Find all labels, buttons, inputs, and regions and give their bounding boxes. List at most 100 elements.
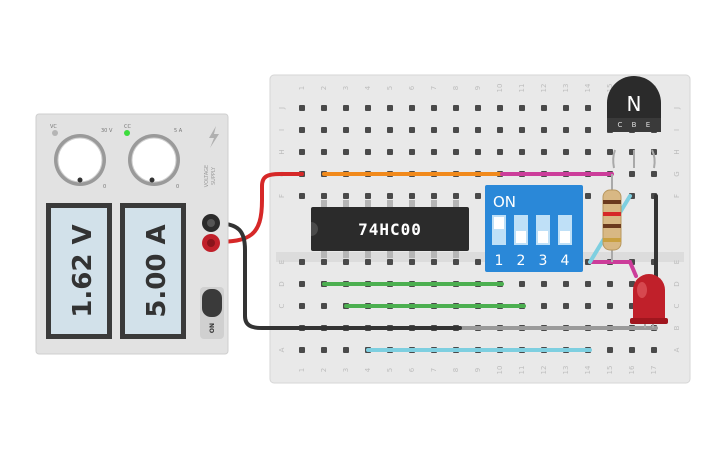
breadboard-hole[interactable] bbox=[387, 149, 393, 155]
breadboard-hole[interactable] bbox=[651, 171, 657, 177]
breadboard-hole[interactable] bbox=[365, 193, 371, 199]
breadboard-hole[interactable] bbox=[585, 105, 591, 111]
chip-body[interactable] bbox=[311, 207, 469, 251]
chip-74hc00[interactable]: 74HC00 bbox=[311, 200, 469, 258]
transistor-npn[interactable]: N C B E bbox=[607, 76, 661, 169]
breadboard-hole[interactable] bbox=[409, 149, 415, 155]
breadboard-hole[interactable] bbox=[475, 127, 481, 133]
breadboard-hole[interactable] bbox=[475, 193, 481, 199]
breadboard-hole[interactable] bbox=[365, 149, 371, 155]
breadboard-hole[interactable] bbox=[497, 149, 503, 155]
breadboard-hole[interactable] bbox=[519, 149, 525, 155]
dip-toggle-4[interactable] bbox=[558, 215, 572, 245]
breadboard-hole[interactable] bbox=[321, 105, 327, 111]
breadboard-hole[interactable] bbox=[519, 105, 525, 111]
breadboard-hole[interactable] bbox=[497, 127, 503, 133]
breadboard-hole[interactable] bbox=[409, 259, 415, 265]
breadboard-hole[interactable] bbox=[563, 149, 569, 155]
breadboard-hole[interactable] bbox=[519, 281, 525, 287]
breadboard-hole[interactable] bbox=[321, 347, 327, 353]
breadboard-hole[interactable] bbox=[409, 193, 415, 199]
magenta-wire-bottom[interactable] bbox=[588, 260, 638, 278]
breadboard-hole[interactable] bbox=[299, 259, 305, 265]
dip-switch-body[interactable] bbox=[485, 185, 583, 272]
breadboard-hole[interactable] bbox=[343, 127, 349, 133]
breadboard-hole[interactable] bbox=[431, 127, 437, 133]
breadboard-hole[interactable] bbox=[299, 281, 305, 287]
breadboard-hole[interactable] bbox=[343, 347, 349, 353]
breadboard-hole[interactable] bbox=[563, 281, 569, 287]
led-body[interactable] bbox=[633, 274, 665, 324]
breadboard-hole[interactable] bbox=[431, 105, 437, 111]
breadboard-hole[interactable] bbox=[321, 303, 327, 309]
breadboard-hole[interactable] bbox=[475, 149, 481, 155]
positive-terminal[interactable] bbox=[202, 234, 220, 252]
breadboard-hole[interactable] bbox=[343, 193, 349, 199]
breadboard-hole[interactable] bbox=[541, 281, 547, 287]
breadboard-hole[interactable] bbox=[431, 193, 437, 199]
resistor-body[interactable] bbox=[602, 189, 622, 251]
breadboard-hole[interactable] bbox=[365, 259, 371, 265]
breadboard-hole[interactable] bbox=[585, 193, 591, 199]
breadboard-hole[interactable] bbox=[563, 105, 569, 111]
breadboard-hole[interactable] bbox=[497, 105, 503, 111]
breadboard-hole[interactable] bbox=[321, 193, 327, 199]
breadboard-hole[interactable] bbox=[453, 105, 459, 111]
power-switch[interactable] bbox=[200, 287, 224, 339]
breadboard-hole[interactable] bbox=[409, 105, 415, 111]
power-supply[interactable]: VC 30 V 0 CC 5 A 0 1.62 V 5.00 A VOLTAGE… bbox=[35, 113, 229, 355]
breadboard-hole[interactable] bbox=[607, 281, 613, 287]
led-red[interactable] bbox=[630, 274, 668, 328]
breadboard-hole[interactable] bbox=[299, 105, 305, 111]
breadboard-hole[interactable] bbox=[629, 347, 635, 353]
breadboard-hole[interactable] bbox=[409, 127, 415, 133]
breadboard-hole[interactable] bbox=[299, 127, 305, 133]
breadboard-hole[interactable] bbox=[431, 259, 437, 265]
breadboard-hole[interactable] bbox=[299, 303, 305, 309]
wires-breadboard[interactable] bbox=[322, 172, 658, 352]
breadboard-hole[interactable] bbox=[585, 303, 591, 309]
breadboard-hole[interactable] bbox=[431, 149, 437, 155]
breadboard-hole[interactable] bbox=[541, 149, 547, 155]
breadboard-hole[interactable] bbox=[607, 347, 613, 353]
negative-terminal[interactable] bbox=[202, 214, 220, 232]
red-power-wire[interactable] bbox=[212, 172, 304, 244]
wires-power[interactable] bbox=[212, 172, 462, 330]
breadboard-hole[interactable] bbox=[563, 303, 569, 309]
breadboard-hole[interactable] bbox=[563, 127, 569, 133]
breadboard-hole[interactable] bbox=[585, 281, 591, 287]
dip-toggle-3[interactable] bbox=[536, 215, 550, 245]
breadboard-hole[interactable] bbox=[299, 193, 305, 199]
breadboard-hole[interactable] bbox=[365, 105, 371, 111]
breadboard-hole[interactable] bbox=[453, 149, 459, 155]
breadboard-hole[interactable] bbox=[321, 149, 327, 155]
breadboard-hole[interactable] bbox=[585, 149, 591, 155]
breadboard-hole[interactable] bbox=[387, 193, 393, 199]
breadboard-hole[interactable] bbox=[343, 105, 349, 111]
breadboard-hole[interactable] bbox=[453, 193, 459, 199]
breadboard-hole[interactable] bbox=[541, 127, 547, 133]
breadboard-hole[interactable] bbox=[343, 149, 349, 155]
voltage-knob[interactable] bbox=[54, 134, 106, 186]
breadboard-hole[interactable] bbox=[299, 347, 305, 353]
breadboard-hole[interactable] bbox=[607, 303, 613, 309]
breadboard-hole[interactable] bbox=[651, 347, 657, 353]
breadboard-hole[interactable] bbox=[387, 259, 393, 265]
breadboard-hole[interactable] bbox=[541, 105, 547, 111]
dip-toggle-2[interactable] bbox=[514, 215, 528, 245]
transistor-body[interactable] bbox=[607, 76, 661, 128]
resistor[interactable] bbox=[602, 174, 622, 262]
breadboard-hole[interactable] bbox=[541, 303, 547, 309]
dip-toggle-1[interactable] bbox=[492, 215, 506, 245]
breadboard-hole[interactable] bbox=[453, 127, 459, 133]
current-knob[interactable] bbox=[128, 134, 180, 186]
breadboard-hole[interactable] bbox=[475, 259, 481, 265]
dip-switch[interactable]: ON 1 2 3 4 bbox=[485, 185, 583, 272]
breadboard-hole[interactable] bbox=[519, 127, 525, 133]
breadboard-hole[interactable] bbox=[629, 171, 635, 177]
breadboard-hole[interactable] bbox=[321, 127, 327, 133]
breadboard-hole[interactable] bbox=[607, 149, 613, 155]
breadboard-hole[interactable] bbox=[387, 105, 393, 111]
breadboard-hole[interactable] bbox=[585, 127, 591, 133]
black-power-wire[interactable] bbox=[212, 221, 462, 330]
